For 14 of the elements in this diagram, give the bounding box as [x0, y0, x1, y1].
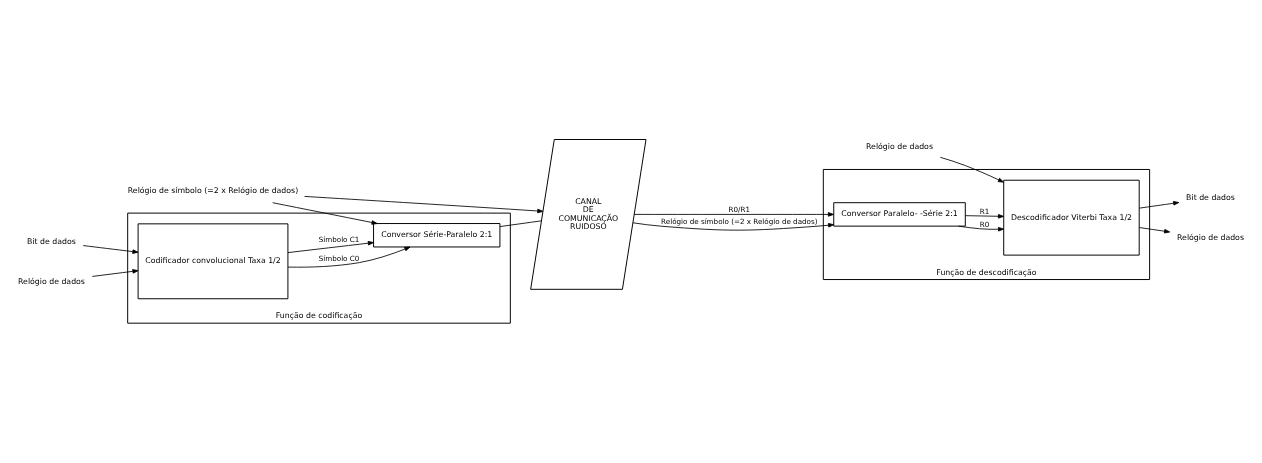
arrow [965, 213, 1005, 219]
arrow [82, 244, 139, 254]
arrow [287, 246, 411, 268]
arrow [939, 156, 1004, 183]
connector [499, 219, 542, 227]
arrow [304, 195, 544, 213]
arrow [958, 225, 1005, 231]
arrow [91, 268, 139, 277]
arrow [632, 221, 835, 231]
arrow [272, 201, 378, 225]
arrow [633, 211, 834, 217]
arrow [1138, 200, 1180, 209]
arrow [1138, 226, 1171, 233]
arrow [287, 240, 374, 253]
